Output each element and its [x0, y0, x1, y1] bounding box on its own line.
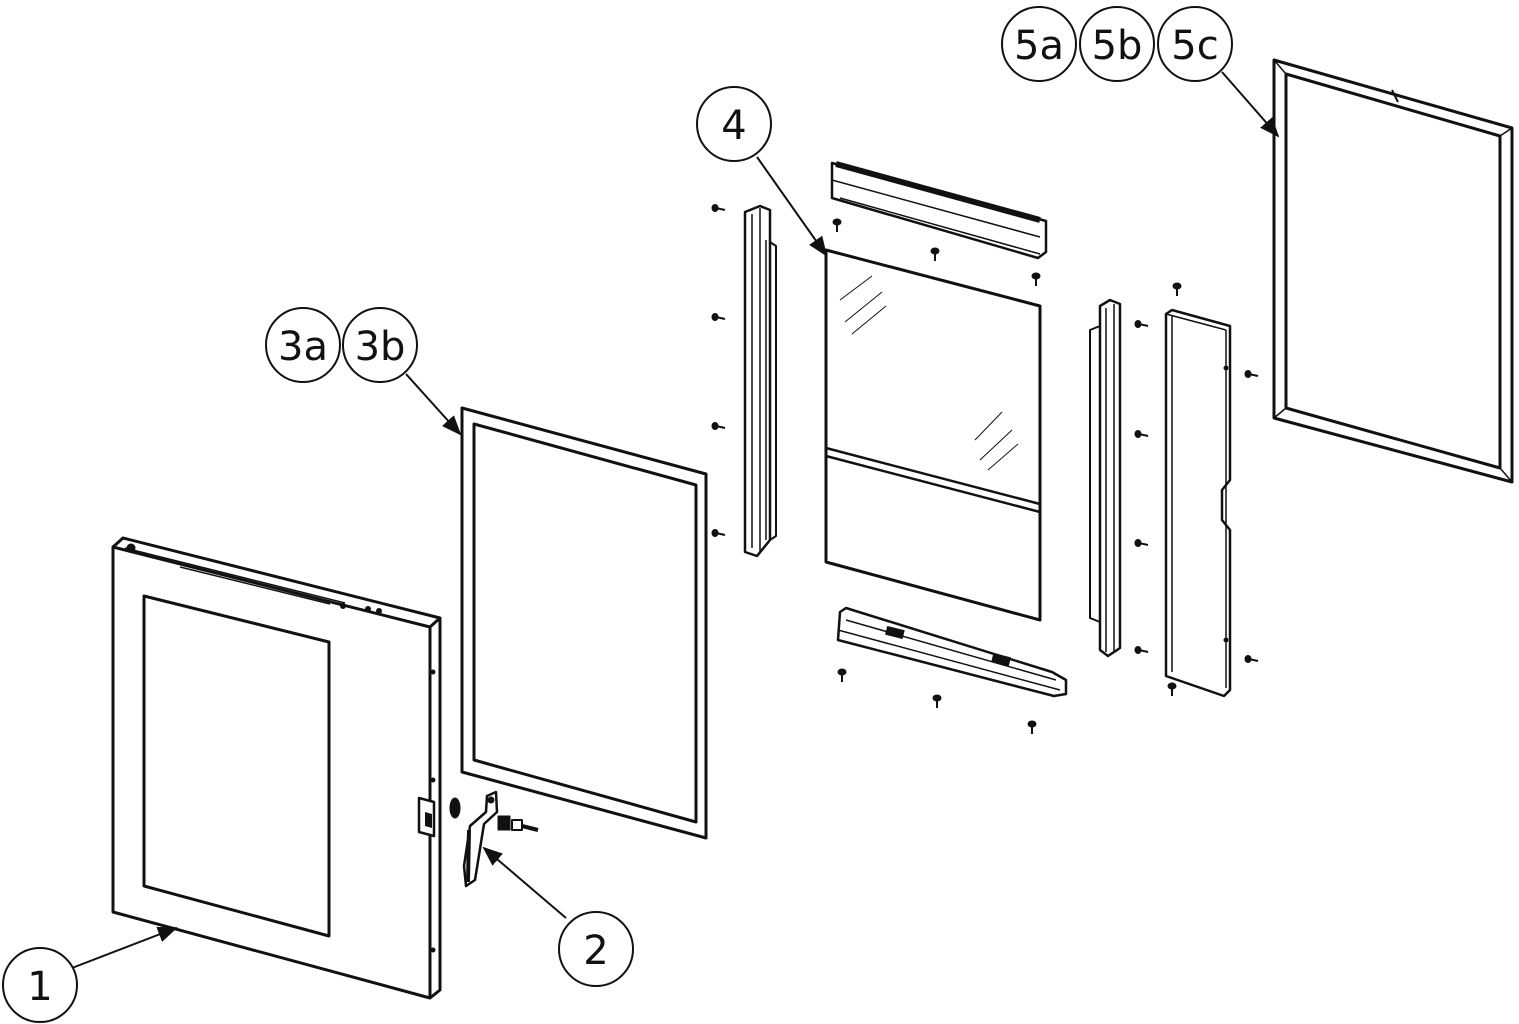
- callout-5a: 5a: [1001, 6, 1077, 82]
- svg-text:3b: 3b: [355, 324, 406, 370]
- callout-2: 2: [558, 911, 634, 987]
- svg-text:5b: 5b: [1092, 23, 1143, 69]
- bottom-horizontal-profile: [836, 606, 1068, 698]
- callout-3a: 3a: [265, 307, 341, 383]
- svg-text:1: 1: [27, 964, 52, 1010]
- callout-3b: 3b: [342, 307, 418, 383]
- outer-frame-inner: [1284, 72, 1502, 470]
- gasket-inner: [472, 422, 698, 824]
- door-frame-window-opening: [142, 594, 331, 938]
- callouts: 1 2 3a 3b 4 5a 5b 5c: [2, 6, 1233, 1023]
- svg-text:2: 2: [583, 928, 608, 974]
- gasket-frame-part: [460, 406, 708, 840]
- leader-lines: [71, 71, 1280, 969]
- leader-1: [71, 926, 178, 969]
- hinge-bracket-part: [449, 790, 539, 888]
- outer-frame-outer: [1272, 58, 1514, 484]
- gasket-outer: [460, 406, 708, 840]
- svg-text:3a: 3a: [278, 324, 328, 370]
- outer-frame-part: [1272, 58, 1514, 484]
- bracket-plate: [462, 790, 499, 888]
- door-frame-part: [111, 536, 442, 1000]
- screws: [710, 203, 1259, 735]
- glass-reflection-lines: [839, 275, 1019, 471]
- leader-3: [405, 373, 462, 436]
- callout-1: 1: [2, 947, 78, 1023]
- svg-text:5a: 5a: [1014, 23, 1064, 69]
- door-frame-top-rail: [124, 547, 346, 605]
- glass-pane: [824, 248, 1042, 622]
- leader-5: [1221, 71, 1280, 138]
- svg-text:4: 4: [721, 103, 746, 149]
- washer: [449, 797, 461, 819]
- leader-2: [482, 846, 567, 919]
- glazing-assembly-part: [743, 161, 1232, 698]
- callout-5b: 5b: [1079, 6, 1155, 82]
- right-vertical-profile: [1098, 298, 1122, 658]
- leader-4: [756, 156, 828, 257]
- glass-mid-bar: [825, 446, 1041, 514]
- svg-text:5c: 5c: [1171, 23, 1218, 69]
- right-side-channel: [1164, 308, 1232, 698]
- door-frame-side-edge: [429, 618, 442, 1000]
- callout-5c: 5c: [1157, 6, 1233, 82]
- callout-4: 4: [696, 86, 772, 162]
- door-frame-top-edge: [111, 536, 442, 629]
- door-frame-outer: [111, 545, 432, 1000]
- bolt-assembly: [497, 815, 539, 832]
